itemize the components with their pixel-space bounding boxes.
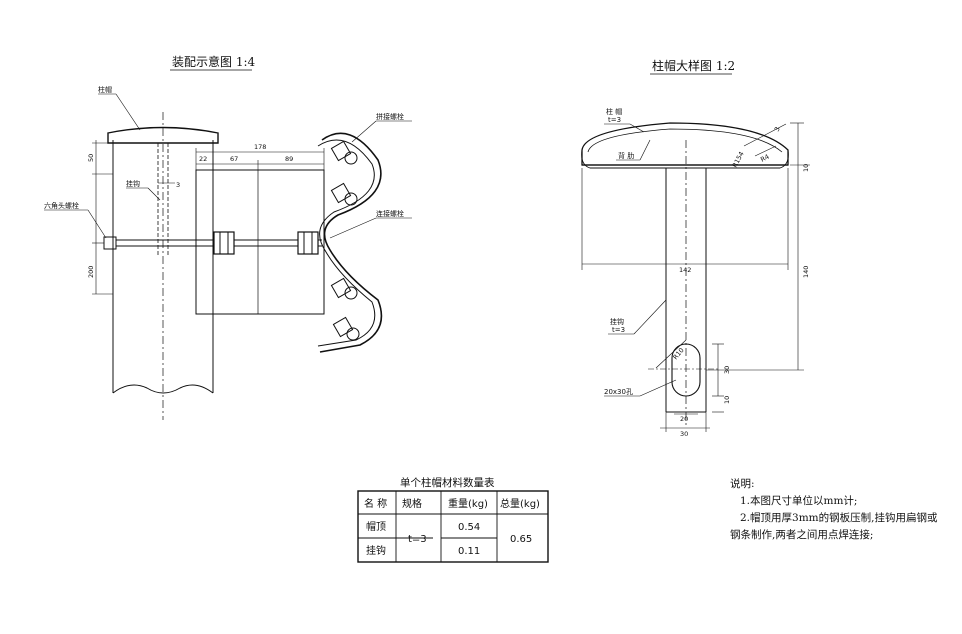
- bolt-nut-left: [213, 231, 235, 255]
- label-detail-cap: 柱 帽: [606, 107, 622, 116]
- table-cell-spec: t=3: [408, 534, 427, 545]
- table-cell-weight-1: 0.54: [458, 522, 480, 533]
- dim-30-slot: 30: [723, 366, 731, 374]
- label-back-rib: 背 肋: [618, 151, 634, 160]
- label-detail-hook: 挂钩: [610, 317, 624, 326]
- dim-20: 20: [680, 415, 688, 423]
- hex-bolt-head: [103, 236, 117, 250]
- table-title: 单个柱帽材料数量表: [400, 476, 495, 489]
- assembly-leaders: [44, 93, 412, 239]
- assembly-dimensions: [92, 140, 325, 295]
- dim-r154: R154: [731, 150, 746, 169]
- w-beam-rail: [319, 132, 383, 353]
- assembly-title: 装配示意图 1:4: [172, 54, 255, 69]
- label-connect-bolt: 连接螺栓: [376, 209, 404, 218]
- detail-title: 柱帽大样图 1:2: [652, 58, 735, 73]
- label-slot: 20x30孔: [604, 388, 633, 396]
- dim-50: 50: [87, 154, 95, 162]
- detail-view: 柱帽大样图 1:2: [581, 58, 810, 438]
- table-header-weight: 重量(kg): [448, 497, 488, 510]
- dim-67: 67: [230, 155, 238, 163]
- dim-10-top: 10: [802, 164, 810, 172]
- table-header-total: 总量(kg): [500, 497, 540, 510]
- bracket-block: [195, 169, 325, 315]
- notes-heading: 说明:: [730, 478, 755, 490]
- splice-bolts: [330, 140, 360, 341]
- material-table: 单个柱帽材料数量表 名 称 规格 重量(kg) 总量(kg) 帽顶 挂钩 t=3…: [357, 476, 549, 563]
- table-cell-total: 0.65: [510, 534, 532, 545]
- detail-cap-shape: [581, 122, 789, 166]
- table-cell-name-2: 挂钩: [366, 544, 386, 557]
- dim-10-bottom: 10: [723, 396, 731, 404]
- post-break-line: [112, 384, 214, 394]
- label-splice-bolt: 拼接螺栓: [376, 112, 404, 121]
- dim-30: 30: [680, 430, 688, 438]
- detail-slot: [671, 343, 701, 397]
- label-hook: 挂钩: [126, 179, 140, 188]
- post-cap-shape: [107, 126, 219, 144]
- dim-178: 178: [254, 143, 266, 151]
- dim-89: 89: [285, 155, 293, 163]
- table-header-spec: 规格: [402, 497, 422, 510]
- notes-line-3: 钢条制作,两者之间用点焊连接;: [730, 529, 874, 541]
- label-post-cap: 柱帽: [98, 85, 112, 94]
- notes-block: 说明: 1.本图尺寸单位以mm计; 2.帽顶用厚3mm的钢板压制,挂钩用扁钢或 …: [730, 476, 950, 544]
- detail-dimensions: [581, 122, 810, 432]
- dim-200: 200: [87, 266, 95, 278]
- notes-line-2: 2.帽顶用厚3mm的钢板压制,挂钩用扁钢或: [740, 512, 938, 524]
- table-cell-name-1: 帽顶: [366, 520, 386, 533]
- label-hex-bolt: 六角头螺栓: [44, 201, 79, 210]
- dim-142: 142: [679, 266, 691, 274]
- table-header-name: 名 称: [364, 497, 387, 510]
- dim-r10: R10: [671, 346, 685, 361]
- dim-3: 3: [176, 181, 180, 189]
- label-detail-cap-t: t=3: [608, 116, 621, 124]
- detail-leaders: [604, 123, 677, 397]
- assembly-view: 装配示意图 1:4: [44, 54, 412, 420]
- dim-140: 140: [802, 266, 810, 278]
- dim-t3: 3: [773, 125, 782, 133]
- dim-r4: R4: [759, 153, 770, 164]
- label-detail-hook-t: t=3: [612, 326, 625, 334]
- bolt-nut-right: [297, 231, 319, 255]
- dim-22: 22: [199, 155, 207, 163]
- notes-line-1: 1.本图尺寸单位以mm计;: [740, 495, 858, 507]
- table-cell-weight-2: 0.11: [458, 546, 480, 557]
